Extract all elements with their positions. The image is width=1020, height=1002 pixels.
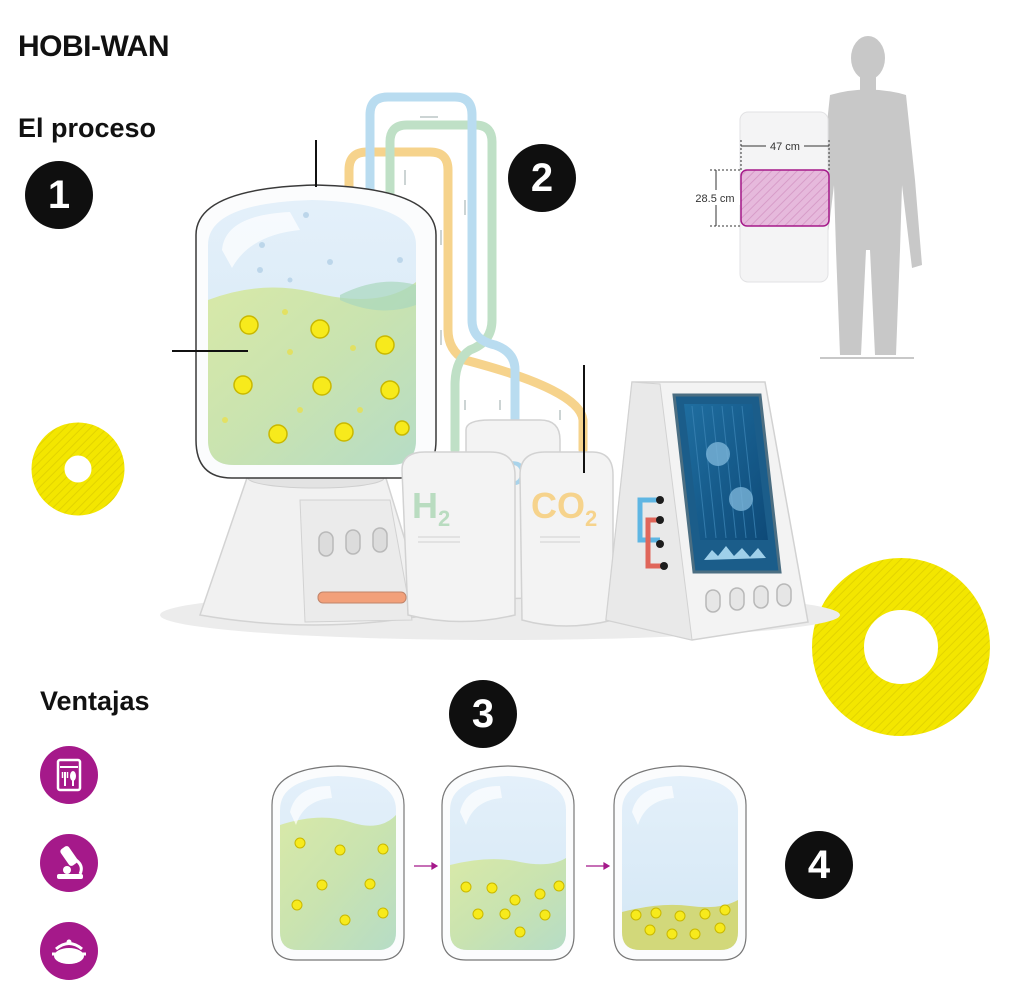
control-station <box>605 381 809 641</box>
bioreactor-base <box>199 467 429 626</box>
stage-vessel-3 <box>613 765 747 961</box>
cooking-pot-icon <box>40 922 98 980</box>
svg-text:CO2: CO2 <box>531 485 597 531</box>
section-advantages-heading: Ventajas <box>40 686 150 716</box>
human-silhouette <box>814 36 922 355</box>
step-badge-1: 1 <box>25 161 93 229</box>
co2-tank: CO2 <box>519 451 614 627</box>
yellow-donut-left <box>31 422 125 516</box>
yellow-donut-right <box>812 558 990 736</box>
svg-text:H2: H2 <box>412 485 450 531</box>
section-process-heading: El proceso <box>18 113 157 143</box>
bioreactor-vessel <box>195 184 437 479</box>
stage-arrows <box>414 861 611 871</box>
microscope-icon <box>40 834 98 892</box>
page-title: HOBI-WAN <box>18 30 169 63</box>
stage-vessel-2 <box>441 765 575 961</box>
stage-vessel-1 <box>271 765 405 961</box>
step-badge-4: 4 <box>785 831 853 899</box>
food-icon <box>40 746 98 804</box>
step-badge-2: 2 <box>508 144 576 212</box>
width-dimension-label: 47 cm <box>770 141 800 153</box>
step-badge-3: 3 <box>449 680 517 748</box>
co2-label: CO <box>531 485 585 526</box>
h2-tank: H2 <box>401 451 516 623</box>
height-dimension-label: 28.5 cm <box>695 193 734 205</box>
device-size-box <box>740 169 830 227</box>
gas-pipes <box>344 92 588 455</box>
h2-label: H <box>412 485 438 526</box>
